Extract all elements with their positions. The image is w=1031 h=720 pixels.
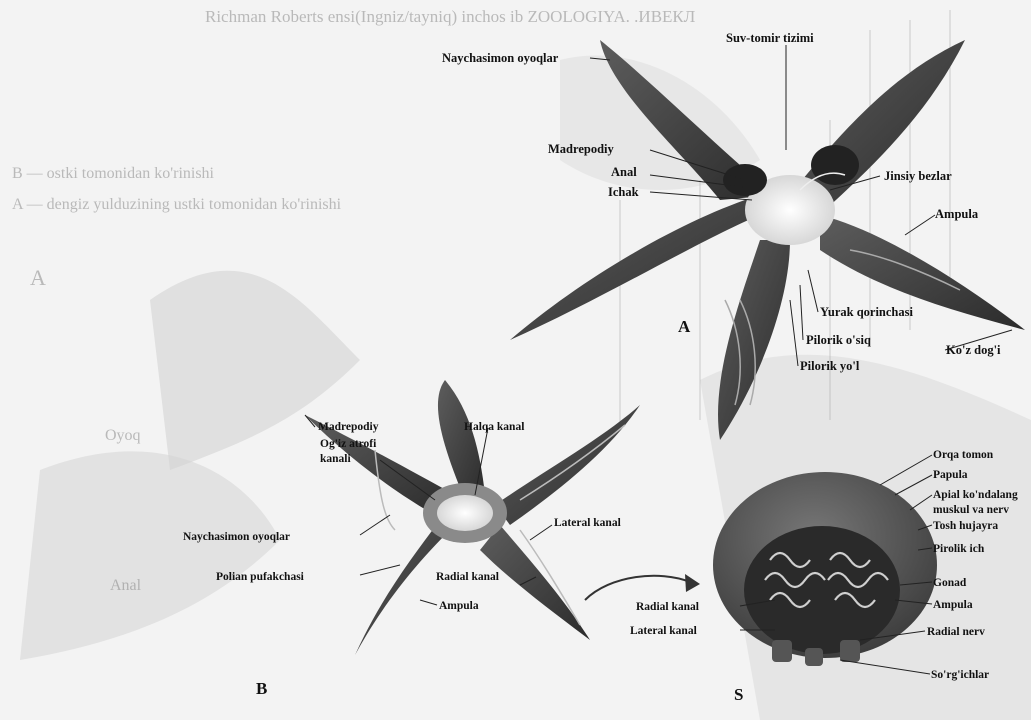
- label-s-pilorik: Pirolik ich: [933, 543, 985, 555]
- letter-s: S: [734, 685, 743, 704]
- label-a-koz: Ko'z dog'i: [946, 343, 1001, 357]
- label-s-sorgich: So'rg'ichlar: [931, 669, 989, 681]
- label-s-ampula: Ampula: [933, 599, 973, 611]
- ghost-caption-b: B — ostki tomonidan ko'rinishi: [12, 165, 215, 182]
- label-s-papula: Papula: [933, 469, 968, 481]
- mirrored-header-text: Richman Roberts ensi(Ingniz/tayniq) inch…: [205, 7, 696, 26]
- label-b-halqa: Halqa kanal: [464, 421, 524, 433]
- ghost-oyog: Oyoq: [105, 427, 141, 444]
- label-s-gonad: Gonad: [933, 577, 967, 589]
- label-b-naychasimon: Naychasimon oyoqlar: [183, 531, 290, 543]
- label-s-lateral-kanal: Lateral kanal: [630, 625, 697, 637]
- label-b-polian: Polian pufakchasi: [216, 571, 305, 583]
- ghost-letter-a: A: [30, 265, 46, 290]
- label-b-madrepodiy: Madrepodiy: [318, 421, 379, 433]
- label-a-anal: Anal: [611, 165, 637, 179]
- label-a-ichak: Ichak: [608, 185, 639, 199]
- label-a-ampula: Ampula: [935, 207, 979, 221]
- label-s-apical: Apial ko'ndalang: [933, 489, 1018, 501]
- label-a-jinsiy: Jinsiy bezlar: [884, 169, 952, 183]
- ghost-caption-a: A — dengiz yulduzining ustki tomonidan k…: [12, 196, 342, 213]
- arrow-b-to-s-head: [685, 574, 700, 592]
- letter-a: A: [678, 317, 691, 336]
- label-s-radial-nerv: Radial nerv: [927, 626, 985, 638]
- letter-b: B: [256, 679, 267, 698]
- label-b-radial: Radial kanal: [436, 571, 499, 583]
- label-a-pilorik-yol: Pilorik yo'l: [800, 359, 860, 373]
- label-b-ogiz-1: Og'iz atrofi: [320, 438, 377, 450]
- label-a-suv-tomir: Suv-tomir tizimi: [726, 31, 814, 45]
- label-a-yurak: Yurak qorinchasi: [820, 305, 913, 319]
- arrow-b-to-s: [585, 576, 690, 600]
- ghost-anal: Anal: [110, 577, 142, 594]
- label-s-tosh: Tosh hujayra: [933, 520, 998, 532]
- label-a-madrepodiy: Madrepodiy: [548, 142, 614, 156]
- label-a-naychasimon: Naychasimon oyoqlar: [442, 51, 559, 65]
- label-s-muskul: muskul va nerv: [933, 504, 1009, 516]
- label-s-radial-kanal: Radial kanal: [636, 601, 699, 613]
- label-a-pilorik-osiq: Pilorik o'siq: [806, 333, 871, 347]
- label-b-lateral: Lateral kanal: [554, 517, 621, 529]
- label-b-ogiz-2: kanali: [320, 453, 351, 465]
- label-b-ampula: Ampula: [439, 600, 479, 612]
- label-s-orqa: Orqa tomon: [933, 449, 994, 461]
